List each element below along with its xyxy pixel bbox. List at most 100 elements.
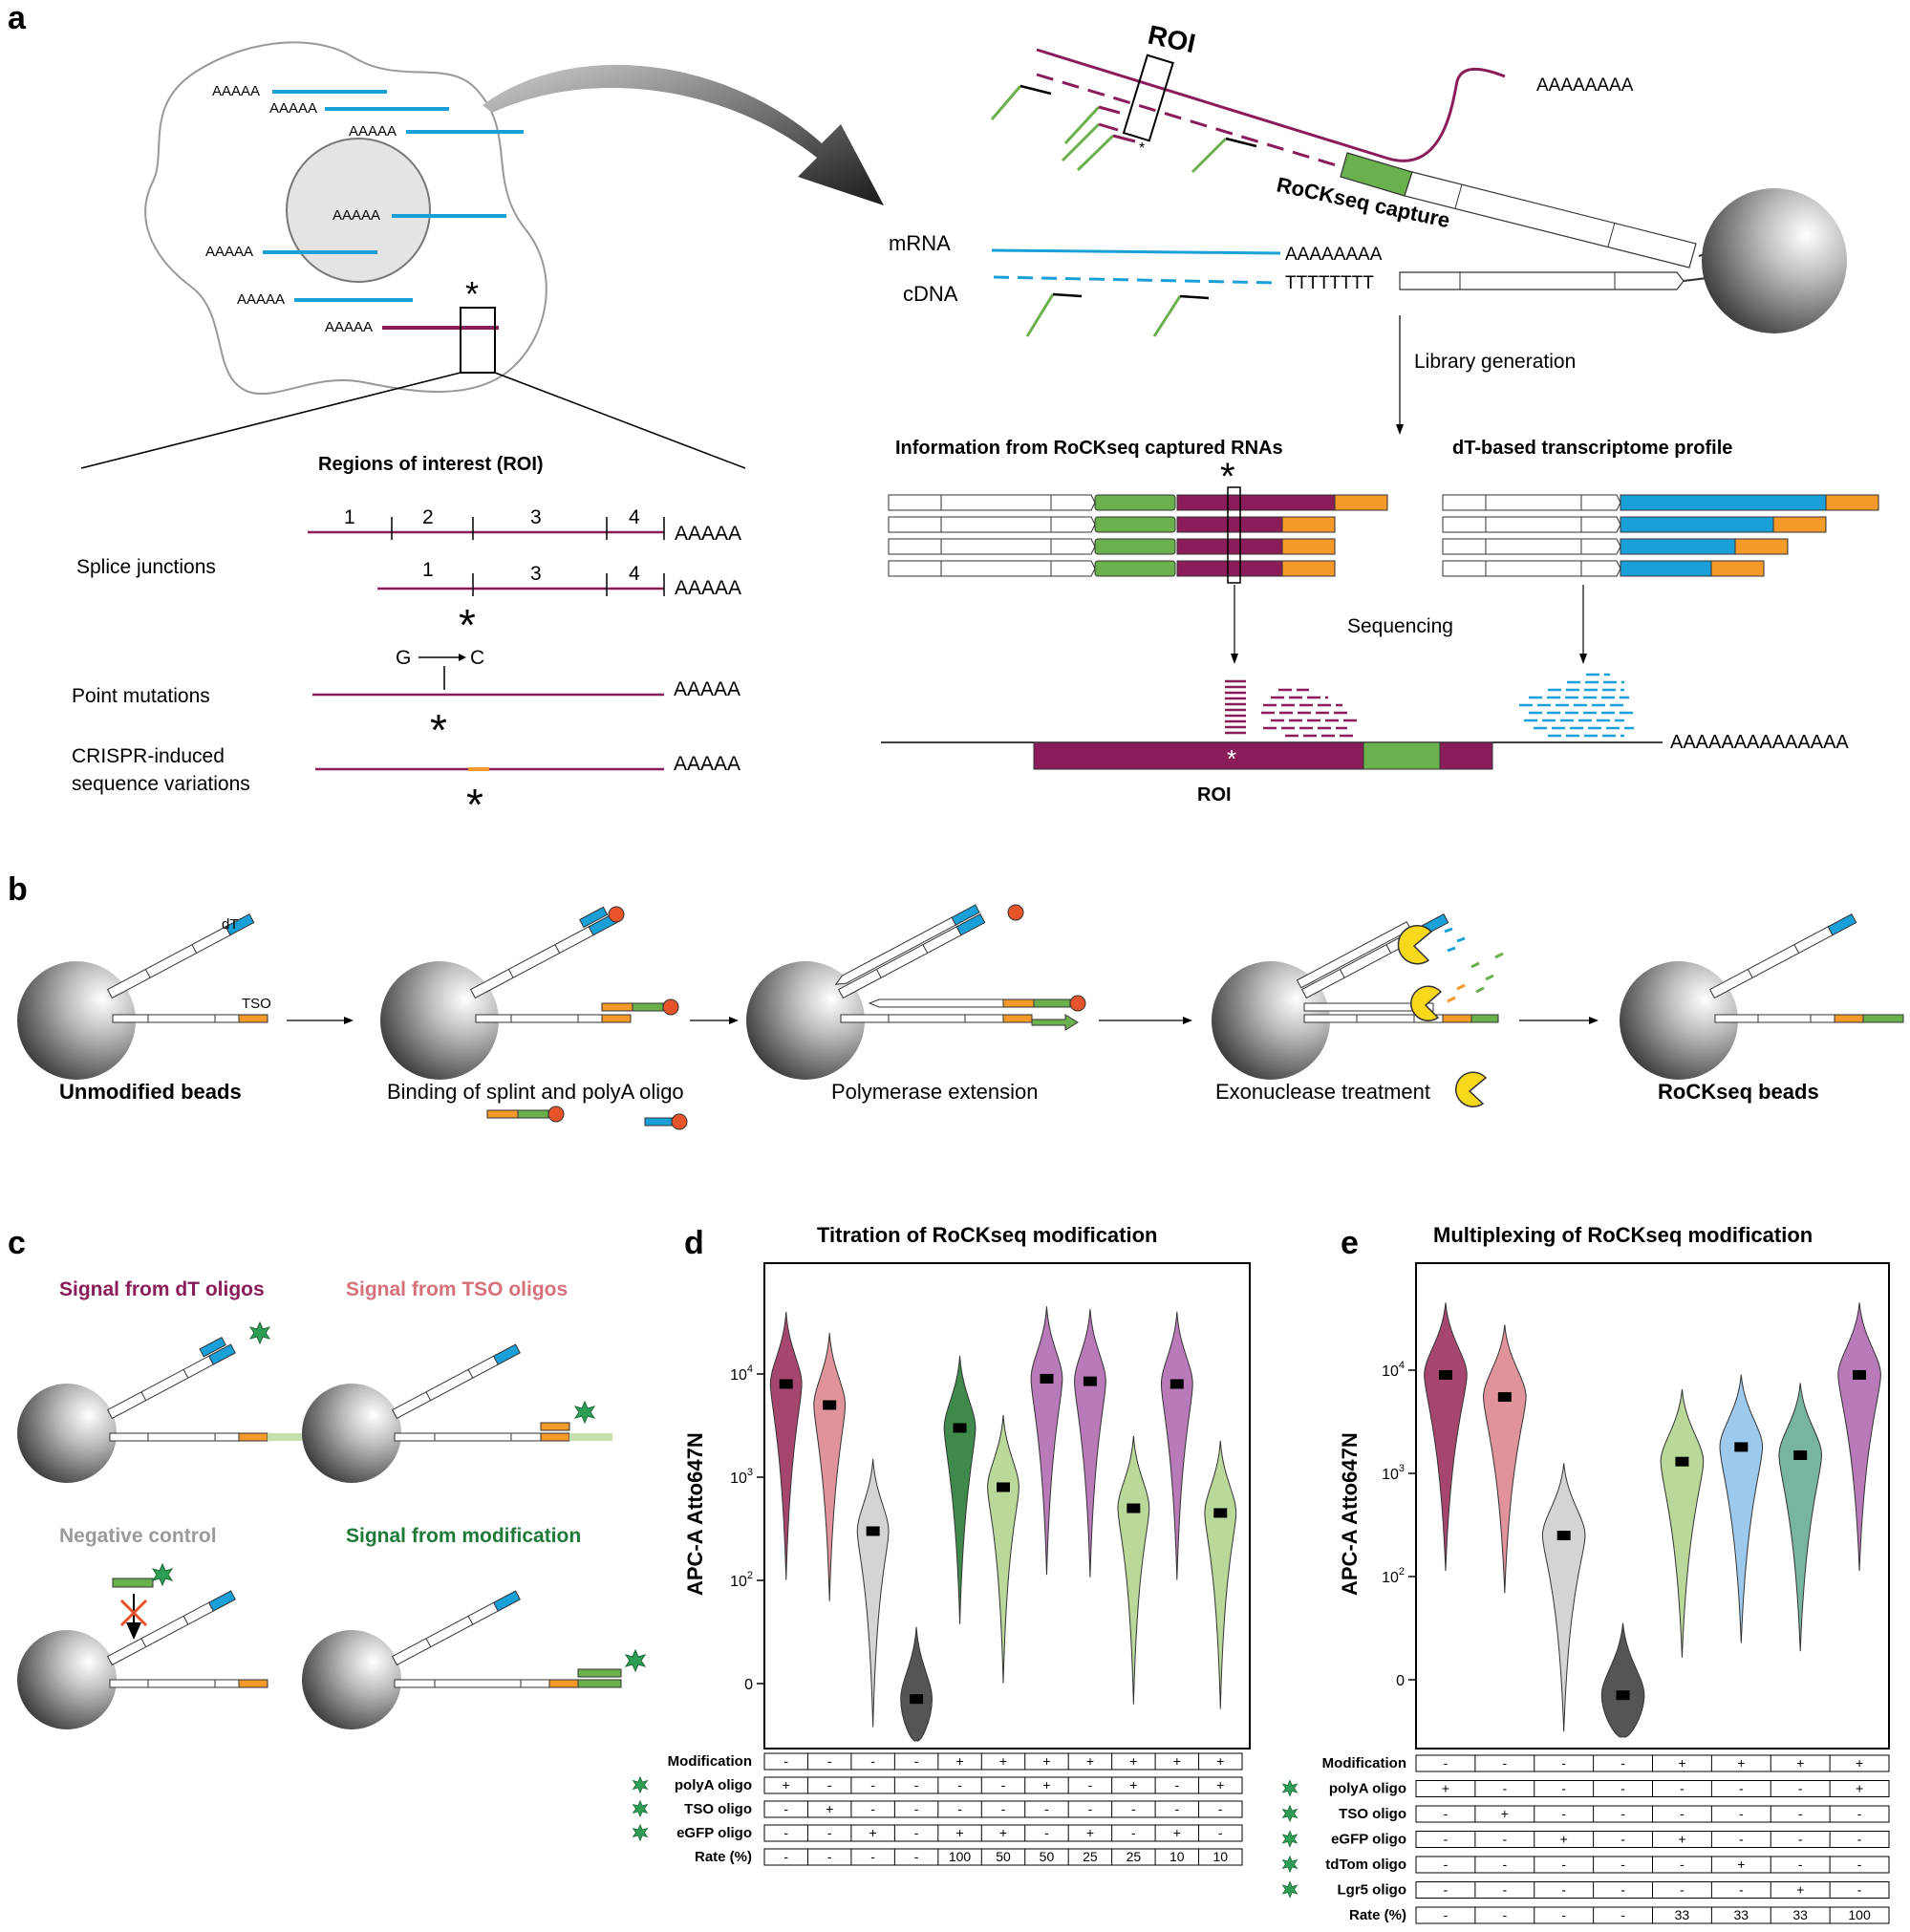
table-cell: -	[1444, 1857, 1449, 1872]
crispr-variation: AAAAA *	[315, 753, 740, 829]
svg-text:*: *	[1220, 456, 1235, 498]
panel-label-b: b	[8, 871, 28, 908]
table-cell: -	[1798, 1857, 1803, 1872]
y-tick-label: 104	[1382, 1360, 1405, 1380]
nucleus	[286, 138, 431, 283]
table-cell: -	[1001, 1777, 1006, 1792]
table-cell: -	[1620, 1857, 1625, 1872]
d-condition-table: Modification----+++++++polyA oligo+-----…	[633, 1752, 1243, 1866]
table-cell: -	[783, 1849, 788, 1864]
median-marker	[997, 1482, 1010, 1492]
table-cell: +	[1442, 1781, 1449, 1796]
table-cell: -	[1444, 1832, 1449, 1847]
table-cell: -	[1680, 1806, 1685, 1821]
roi-reads	[1225, 679, 1357, 738]
table-cell: -	[1218, 1801, 1223, 1816]
table-row-label: TSO oligo	[684, 1801, 752, 1817]
table-cell: +	[1796, 1882, 1804, 1898]
table-cell: +	[1737, 1857, 1745, 1872]
capture-diagram: AAAAAAAA ROI * RoCKseq capture mRNA AAAA…	[889, 20, 1847, 337]
median-marker	[1213, 1508, 1228, 1518]
table-cell: -	[1001, 1801, 1006, 1816]
table-cell: -	[1088, 1801, 1093, 1816]
table-row-label: polyA oligo	[675, 1777, 752, 1793]
median-marker	[1497, 1392, 1512, 1403]
panel-label-c: c	[8, 1225, 26, 1261]
c-title-tso: Signal from TSO oligos	[346, 1278, 568, 1300]
d-ylabel: APC-A Atto647N	[683, 1432, 707, 1596]
svg-text:ROI: ROI	[1146, 20, 1198, 59]
svg-text:AAAAA: AAAAA	[674, 753, 740, 775]
y-tick-label: 102	[1382, 1566, 1405, 1586]
table-cell: -	[1798, 1781, 1803, 1796]
table-cell: +	[1678, 1755, 1685, 1771]
table-cell: -	[1561, 1806, 1566, 1821]
violin	[1600, 1622, 1645, 1738]
table-row-label: eGFP oligo	[676, 1825, 752, 1841]
table-cell: -	[1857, 1806, 1862, 1821]
table-cell: +	[1216, 1777, 1224, 1792]
table-cell: +	[1129, 1753, 1137, 1769]
d-violins	[769, 1306, 1237, 1742]
splice-skip: 1 3 4 AAAAA *	[377, 559, 741, 650]
table-cell: -	[1739, 1806, 1744, 1821]
table-cell: -	[1131, 1801, 1136, 1816]
table-row-label: Modification	[1322, 1755, 1406, 1771]
svg-text:AAAAA: AAAAA	[325, 319, 373, 335]
e-condition-table: Modification----++++polyA oligo+------+T…	[1282, 1754, 1890, 1924]
violin	[1074, 1308, 1106, 1578]
table-cell: -	[1680, 1781, 1685, 1796]
c-title-dt: Signal from dT oligos	[59, 1278, 265, 1300]
genome-track: * AAAAAAAAAAAAAA ROI	[881, 732, 1849, 805]
table-cell: -	[914, 1849, 919, 1864]
table-cell: -	[783, 1801, 788, 1816]
table-cell: -	[1444, 1806, 1449, 1821]
violin	[900, 1626, 933, 1742]
roi-box-cell	[460, 307, 496, 374]
median-marker	[1556, 1531, 1571, 1541]
table-cell: -	[870, 1777, 875, 1792]
table-cell: -	[1680, 1857, 1685, 1872]
svg-text:ROI: ROI	[1197, 784, 1232, 805]
table-cell: +	[869, 1825, 877, 1840]
table-cell: -	[1739, 1832, 1744, 1847]
median-marker	[1734, 1442, 1749, 1452]
table-cell: -	[783, 1753, 788, 1769]
table-row-box	[763, 1752, 1243, 1771]
svg-text:AAAAAAAAAAAAAA: AAAAAAAAAAAAAA	[1670, 732, 1849, 753]
table-cell: +	[1856, 1781, 1863, 1796]
table-row-box	[763, 1800, 1243, 1818]
svg-text:G: G	[396, 647, 411, 669]
median-marker	[823, 1400, 837, 1410]
median-marker	[1616, 1690, 1630, 1701]
table-cell: -	[1620, 1806, 1625, 1821]
table-cell: -	[1444, 1882, 1449, 1898]
median-marker	[1853, 1369, 1867, 1380]
table-cell: +	[1086, 1753, 1094, 1769]
svg-text:*: *	[466, 780, 483, 829]
violin	[1837, 1302, 1881, 1572]
table-cell: +	[826, 1801, 833, 1816]
step-exonuclease: Exonuclease treatment	[1215, 1080, 1430, 1104]
roi-star-cell: *	[465, 274, 479, 313]
table-cell: -	[1218, 1825, 1223, 1840]
table-cell: -	[1561, 1907, 1566, 1922]
svg-text:AAAAA: AAAAA	[269, 100, 317, 117]
library-left: *	[888, 456, 1388, 584]
step-binding: Binding of splint and polyA oligo	[387, 1080, 684, 1104]
table-cell: +	[1678, 1832, 1685, 1847]
median-marker	[866, 1526, 880, 1536]
table-cell: 10	[1170, 1849, 1185, 1864]
svg-text:1: 1	[422, 559, 434, 581]
table-cell: -	[1444, 1907, 1449, 1922]
table-row-label: Rate (%)	[1349, 1907, 1406, 1923]
svg-text:AAAAA: AAAAA	[675, 577, 741, 599]
violin	[1117, 1435, 1150, 1705]
fluor-icon	[633, 1824, 648, 1841]
table-cell: -	[1739, 1781, 1744, 1796]
svg-text:2: 2	[422, 506, 434, 528]
table-cell: -	[1502, 1882, 1507, 1898]
e-title: Multiplexing of RoCKseq modification	[1433, 1223, 1813, 1247]
median-marker	[1793, 1449, 1808, 1460]
